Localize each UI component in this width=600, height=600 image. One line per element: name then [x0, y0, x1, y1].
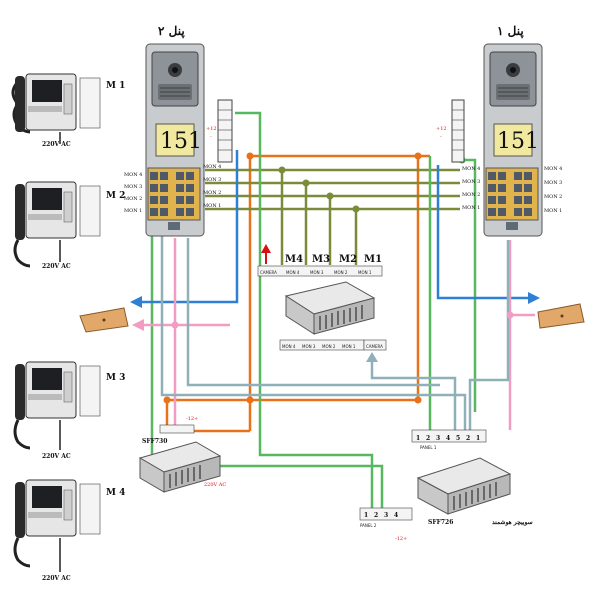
- sff726-panel2-digit-4: 4: [394, 512, 398, 519]
- sff726-panel1-digit-7: 1: [476, 435, 480, 442]
- panel-2-right-mon4: MON 4: [203, 164, 221, 170]
- panel-2-title: پنل ۲: [158, 24, 185, 38]
- monitor-m2: M 2 220V AC: [13, 181, 125, 270]
- pink-arrow-left-icon: [132, 319, 144, 331]
- panel-1-left-mon1: MON 1: [462, 205, 480, 211]
- junctions: [163, 152, 514, 404]
- monitor-m2-power: 220V AC: [42, 263, 71, 270]
- panel-2-left-mon2: MON 2: [124, 196, 142, 202]
- center-top-mon3: MON 3: [310, 270, 324, 275]
- panel-1-left-mon4: MON 4: [462, 166, 480, 172]
- panel-1-title: پنل ۱: [497, 24, 524, 38]
- center-module: M4 M3 M2 M1 CAMERA MON 4 MON 3 MON 2 MON…: [257, 254, 387, 351]
- center-bottom-mon3: MON 3: [302, 344, 316, 349]
- sff726-name: SFF726: [428, 519, 453, 526]
- sff726-panel2-label: PANEL 2: [360, 523, 377, 528]
- monitor-m1: M 1 220V AC: [11, 73, 125, 148]
- panel-1-minus: -: [440, 134, 442, 140]
- sff726-panel1-digit-1: 1: [416, 435, 420, 442]
- door-lock-left: [79, 307, 129, 333]
- panel-2-left-mon1: MON 1: [124, 208, 142, 214]
- sff730-name: SFF730: [142, 438, 167, 445]
- panel-2-minus: -: [210, 134, 212, 140]
- panel-2-left-mon3: MON 3: [124, 184, 142, 190]
- monitor-m4-power: 220V AC: [42, 575, 71, 582]
- panel-2-right-mon1: MON 1: [203, 203, 221, 209]
- monitor-m3-label: M 3: [106, 373, 125, 383]
- sff726-panel1-digit-4: 4: [446, 435, 450, 442]
- panel-1-left-mon3: MON 3: [462, 179, 480, 185]
- center-bottom-mon1: MON 1: [342, 344, 356, 349]
- sff730-power: 220V AC: [204, 482, 226, 488]
- wires: [140, 104, 535, 510]
- monitor-m3: M 3 220V AC: [13, 361, 125, 460]
- panel-1-right-mon2: MON 2: [544, 194, 562, 200]
- panel-2-right-mon2: MON 2: [203, 190, 221, 196]
- wire-grayblue-1: [160, 235, 467, 430]
- door-lock-right: [537, 303, 585, 329]
- panel-1-right-mon4: MON 4: [544, 166, 562, 172]
- panel-1: پنل ۱ 151 +12 - MON 4 MON 3: [436, 24, 562, 237]
- sff726-panel1-digit-6: 2: [466, 435, 470, 442]
- panel-2: پنل ۲ 151 +12 - MO: [124, 24, 233, 237]
- monitor-m2-label: M 2: [106, 191, 125, 201]
- wire-blue-right: [436, 165, 530, 300]
- sff726-panel2-power: -12+: [395, 536, 407, 542]
- wire-green-left: [235, 111, 374, 510]
- panel-2-display-number: 151: [160, 129, 202, 154]
- red-arrow-up-icon: [261, 244, 271, 253]
- wire-green-panel2: [150, 170, 384, 510]
- sff726-panel1-digit-5: 5: [456, 435, 460, 442]
- sff726-panel1-label: PANEL 1: [420, 445, 437, 450]
- panel-1-display-number: 151: [497, 129, 539, 154]
- center-header-m3: M3: [312, 254, 330, 265]
- center-top-camera: CAMERA: [260, 270, 277, 275]
- wire-grayblue-2: [370, 355, 457, 430]
- panel-1-display: [493, 123, 533, 157]
- sff726-panel2-digit-2: 2: [374, 512, 378, 519]
- center-header-m4: M4: [285, 254, 303, 265]
- wire-blue-left: [140, 150, 239, 304]
- panel-2-plus12: +12: [206, 126, 217, 132]
- panel-2-left-mon4: MON 4: [124, 172, 142, 178]
- panel-1-right-mon1: MON 1: [544, 208, 562, 214]
- panel-2-display: [155, 123, 195, 157]
- wire-grayblue-4: [186, 238, 440, 387]
- grayblue-arrow-up-icon: [366, 352, 378, 362]
- center-bottom-camera: CAMERA: [366, 344, 383, 349]
- monitor-m1-label: M 1: [106, 81, 125, 91]
- sff726-panel2-digit-3: 3: [384, 512, 388, 519]
- panel-1-plus12: +12: [436, 126, 447, 132]
- sff730-plus12: -12+: [186, 416, 198, 422]
- sff726: 1 2 3 4 5 2 1 PANEL 1 سوییچر هوشمند SFF7…: [359, 429, 533, 542]
- center-bottom-mon2: MON 2: [322, 344, 336, 349]
- center-header-m1: M1: [364, 254, 382, 265]
- blue-arrow-right-icon: [528, 292, 540, 304]
- center-top-mon1: MON 1: [358, 270, 372, 275]
- center-top-mon4: MON 4: [286, 270, 300, 275]
- sff726-panel1-digit-2: 2: [426, 435, 430, 442]
- sff726-panel1-digit-3: 3: [436, 435, 440, 442]
- monitor-m4: M 4 220V AC: [13, 479, 125, 582]
- monitor-m3-power: 220V AC: [42, 453, 71, 460]
- wire-grayblue-3: [468, 240, 510, 430]
- panel-1-left-mon2: MON 2: [462, 192, 480, 198]
- sff726-panel2-digit-1: 1: [364, 512, 368, 519]
- panel-1-right-mon3: MON 3: [544, 180, 562, 186]
- blue-arrow-left-icon: [130, 296, 142, 308]
- panel-2-right-mon3: MON 3: [203, 177, 221, 183]
- monitor-m1-power: 220V AC: [42, 141, 71, 148]
- center-bottom-mon4: MON 4: [282, 344, 296, 349]
- sff726-title: سوییچر هوشمند: [492, 519, 533, 526]
- center-top-mon2: MON 2: [334, 270, 348, 275]
- sff730: SFF730 -12+ 220V AC: [138, 416, 226, 493]
- monitor-m4-label: M 4: [106, 488, 125, 498]
- center-header-m2: M2: [339, 254, 357, 265]
